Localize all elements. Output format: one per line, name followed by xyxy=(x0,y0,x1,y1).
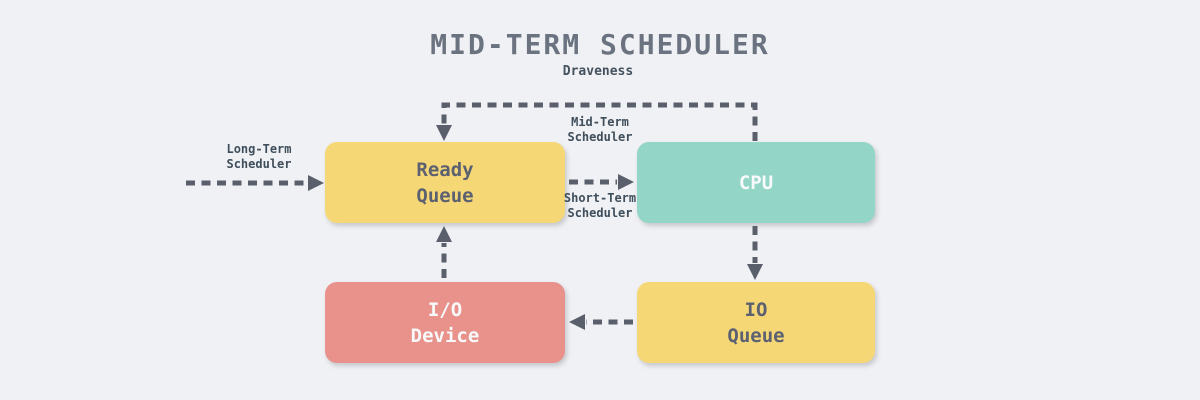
node-label-line: Device xyxy=(410,324,480,347)
node-label-line: Ready xyxy=(416,158,474,181)
node-label-line: Queue xyxy=(727,324,785,347)
diagram-subtitle: Draveness xyxy=(562,64,634,79)
node-io-device: I/O Device xyxy=(325,282,565,363)
node-io-queue: IO Queue xyxy=(637,282,875,363)
io-queue-to-io-device-arrowhead-icon xyxy=(569,314,585,330)
node-label-line: Queue xyxy=(416,184,474,207)
cpu-to-io-queue-arrowhead-icon xyxy=(747,264,763,280)
long-term-scheduler-label: Long-Term Scheduler xyxy=(226,142,292,171)
mid-term-scheduler-label: Mid-Term Scheduler xyxy=(567,115,633,144)
node-label-line: I/O xyxy=(427,298,463,321)
node-label-line: CPU xyxy=(738,171,774,194)
short-term-scheduler-label: Short-Term Scheduler xyxy=(563,191,637,220)
short-term-arrowhead-icon xyxy=(618,174,634,190)
long-term-arrowhead-icon xyxy=(308,175,324,191)
node-label-line: IO xyxy=(744,298,768,321)
node-ready-queue: Ready Queue xyxy=(325,142,565,223)
diagram-title: MID-TERM SCHEDULER xyxy=(430,28,770,61)
mid-term-arrow-line xyxy=(441,102,758,141)
mid-term-arrowhead-icon xyxy=(436,125,452,141)
node-cpu: CPU xyxy=(637,142,875,223)
io-device-to-ready-queue-arrowhead-icon xyxy=(436,226,452,242)
